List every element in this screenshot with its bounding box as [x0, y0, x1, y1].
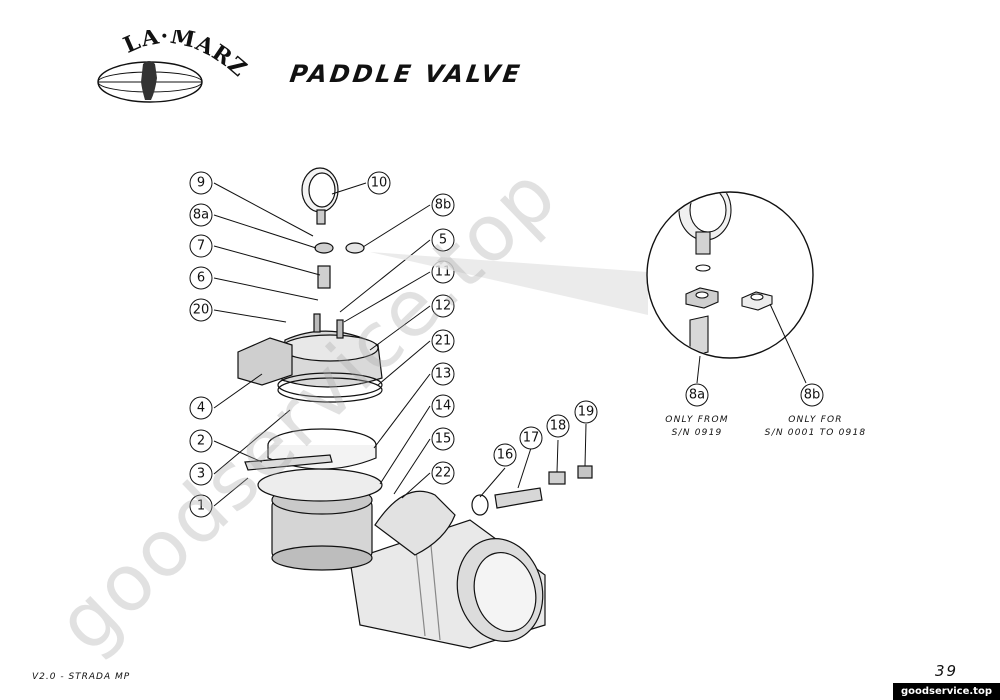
callout-21: 21	[435, 334, 452, 349]
callout-2: 2	[197, 434, 205, 449]
upper-cover	[277, 330, 383, 403]
site-badge[interactable]: goodservice.top	[893, 683, 1000, 700]
caption-right-line1: ONLY FOR	[788, 415, 843, 425]
footer-model: V2.0 - STRADA MP	[32, 672, 131, 682]
callout-20: 20	[193, 303, 210, 318]
callout-6: 6	[197, 271, 205, 286]
leader-lines	[213, 182, 587, 507]
callout-7: 7	[197, 239, 205, 254]
magnification-beam	[370, 252, 648, 315]
callout-4: 4	[197, 401, 205, 416]
callout-14: 14	[435, 399, 452, 414]
nipple	[317, 265, 331, 289]
callout-15: 15	[435, 432, 452, 447]
side-fittings	[471, 465, 593, 516]
caption-right: ONLY FOR S/N 0001 TO 0918	[753, 414, 878, 440]
callout-12: 12	[435, 299, 452, 314]
callout-8b: 8b	[435, 198, 452, 213]
caption-left-line1: ONLY FROM	[665, 415, 729, 425]
lever	[244, 454, 333, 471]
pump-motor	[349, 519, 546, 649]
callouts	[189, 171, 598, 518]
page-number: 39	[935, 662, 959, 680]
pressure-gauge	[301, 167, 339, 225]
callout-17: 17	[523, 431, 540, 446]
callout-3: 3	[197, 467, 205, 482]
callout-13: 13	[435, 367, 452, 382]
callout-1: 1	[197, 499, 205, 514]
elbow-pipe	[374, 490, 456, 556]
detail-callout-8a: 8a	[689, 388, 705, 403]
nut-8b	[345, 242, 365, 254]
caption-left-line2: S/N 0919	[671, 428, 723, 438]
la-marzocco-logo: LA·MARZOCCO.	[25, 30, 251, 103]
detail-callout-8b: 8b	[804, 388, 821, 403]
callout-16: 16	[497, 448, 514, 463]
callout-8a: 8a	[193, 208, 209, 223]
nut-8a	[314, 242, 334, 254]
callout-9: 9	[197, 176, 205, 191]
caption-right-line2: S/N 0001 TO 0918	[764, 428, 867, 438]
caption-left: ONLY FROM S/N 0919	[647, 414, 747, 440]
callout-18: 18	[550, 419, 567, 434]
detail-view: 8a 8b	[646, 191, 824, 407]
callout-19: 19	[578, 405, 595, 420]
callout-5: 5	[439, 233, 447, 248]
callout-10: 10	[371, 176, 388, 191]
callout-22: 22	[435, 466, 452, 481]
paddle-handle	[237, 337, 293, 386]
